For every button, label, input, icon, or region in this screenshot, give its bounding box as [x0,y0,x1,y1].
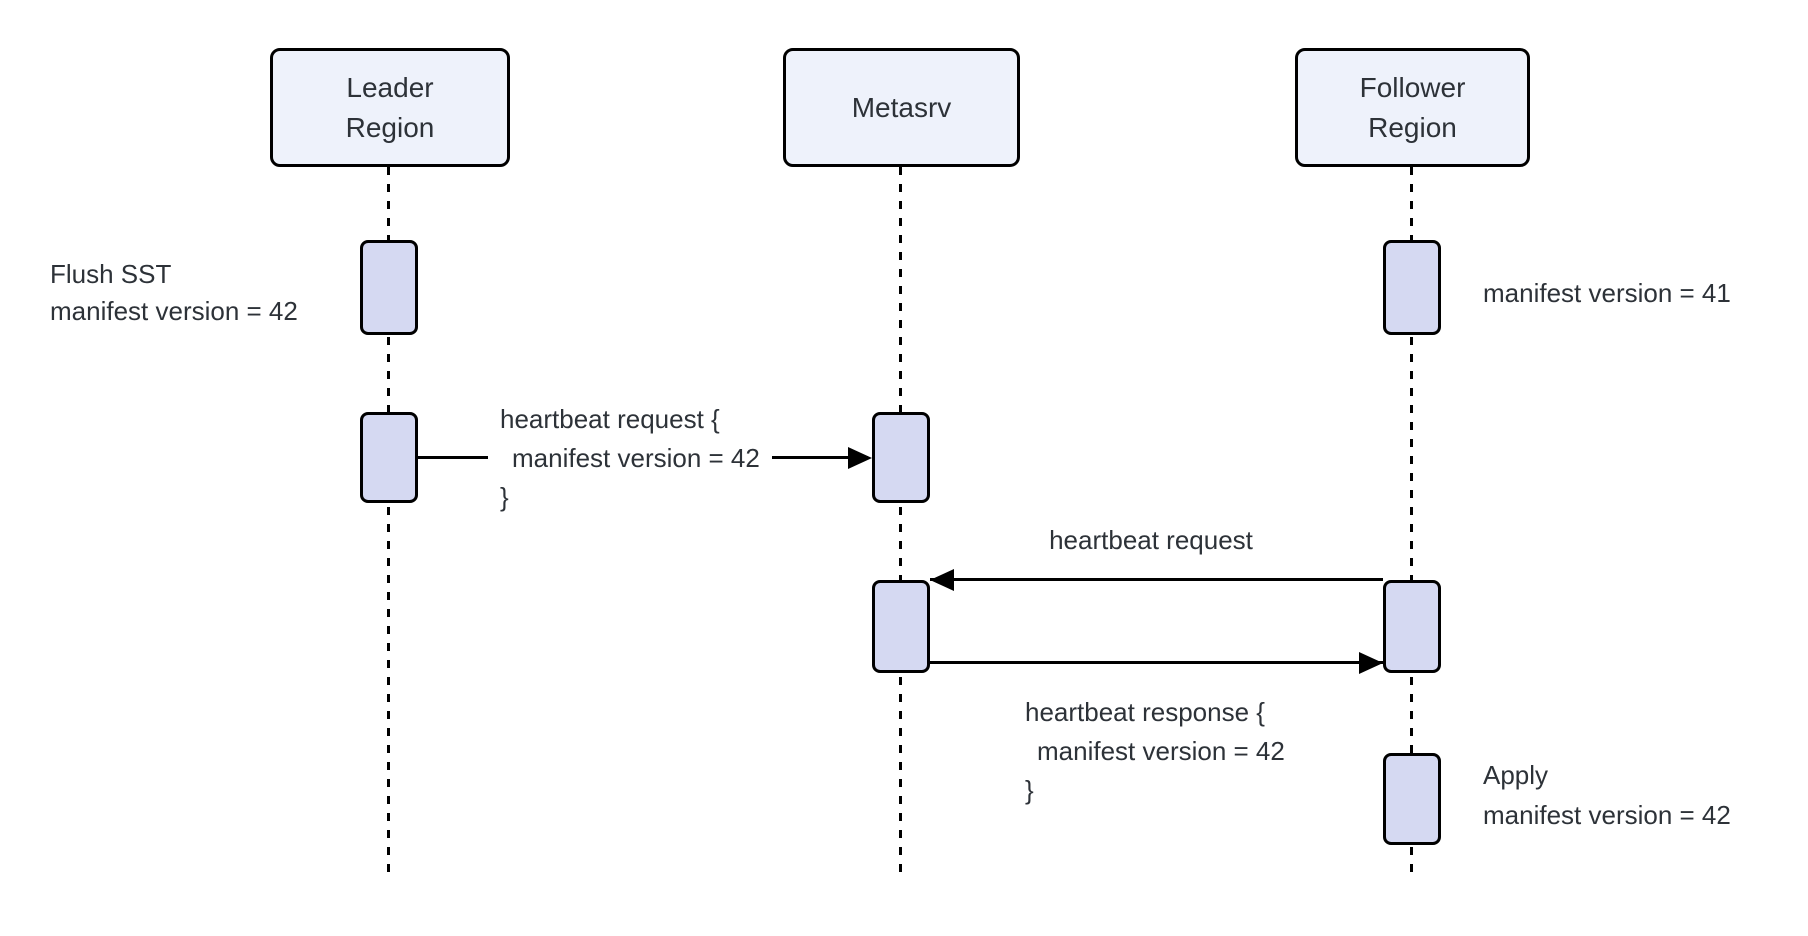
participant-leader-region: Leader Region [270,48,510,167]
message-line: } [500,482,509,512]
lifeline-leader-region [387,167,390,880]
activation-follower-heartbeat [1383,580,1441,673]
lifeline-metasrv [899,167,902,880]
participant-label: Region [1368,111,1457,143]
message-line: manifest version = 42 [512,443,760,473]
arrowhead-follower-to-metasrv [930,569,954,591]
annotation-line: Flush SST [50,259,172,289]
lifeline-follower-region [1410,167,1413,880]
participant-follower-region: Follower Region [1295,48,1530,167]
message-line: } [1025,775,1034,805]
activation-follower-apply [1383,753,1441,845]
message-line: heartbeat response { [1025,697,1265,727]
message-heartbeat-response-payload: heartbeat response { manifest version = … [1025,693,1285,810]
participant-label: Region [345,111,435,143]
arrowhead-leader-to-metasrv [848,447,872,469]
participant-label: Leader [346,71,434,103]
annotation-line: manifest version = 42 [50,296,298,326]
arrowhead-metasrv-to-follower [1359,652,1383,674]
activation-metasrv-respond [872,580,930,673]
activation-leader-flush [360,240,418,335]
annotation-line: Apply [1483,760,1549,790]
activation-follower-v41 [1383,240,1441,335]
activation-metasrv-receive [872,412,930,503]
message-heartbeat-request: heartbeat request [1049,521,1253,559]
message-line: heartbeat request { [500,404,720,434]
annotation-apply: Apply manifest version = 42 [1483,755,1731,835]
annotation-manifest-v41: manifest version = 41 [1483,274,1731,312]
message-line: manifest version = 42 [1037,736,1285,766]
annotation-flush-sst: Flush SST manifest version = 42 [50,256,298,330]
participant-metasrv: Metasrv [783,48,1020,167]
activation-leader-heartbeat [360,412,418,503]
message-line: heartbeat request [1049,525,1253,555]
message-heartbeat-request-payload: heartbeat request { manifest version = 4… [488,400,772,517]
annotation-line: manifest version = 42 [1483,800,1731,830]
participant-label: Follower [1359,71,1466,103]
arrow-follower-to-metasrv [930,578,1383,581]
participant-label: Metasrv [851,91,952,123]
arrow-metasrv-to-follower [930,661,1383,664]
annotation-line: manifest version = 41 [1483,278,1731,308]
